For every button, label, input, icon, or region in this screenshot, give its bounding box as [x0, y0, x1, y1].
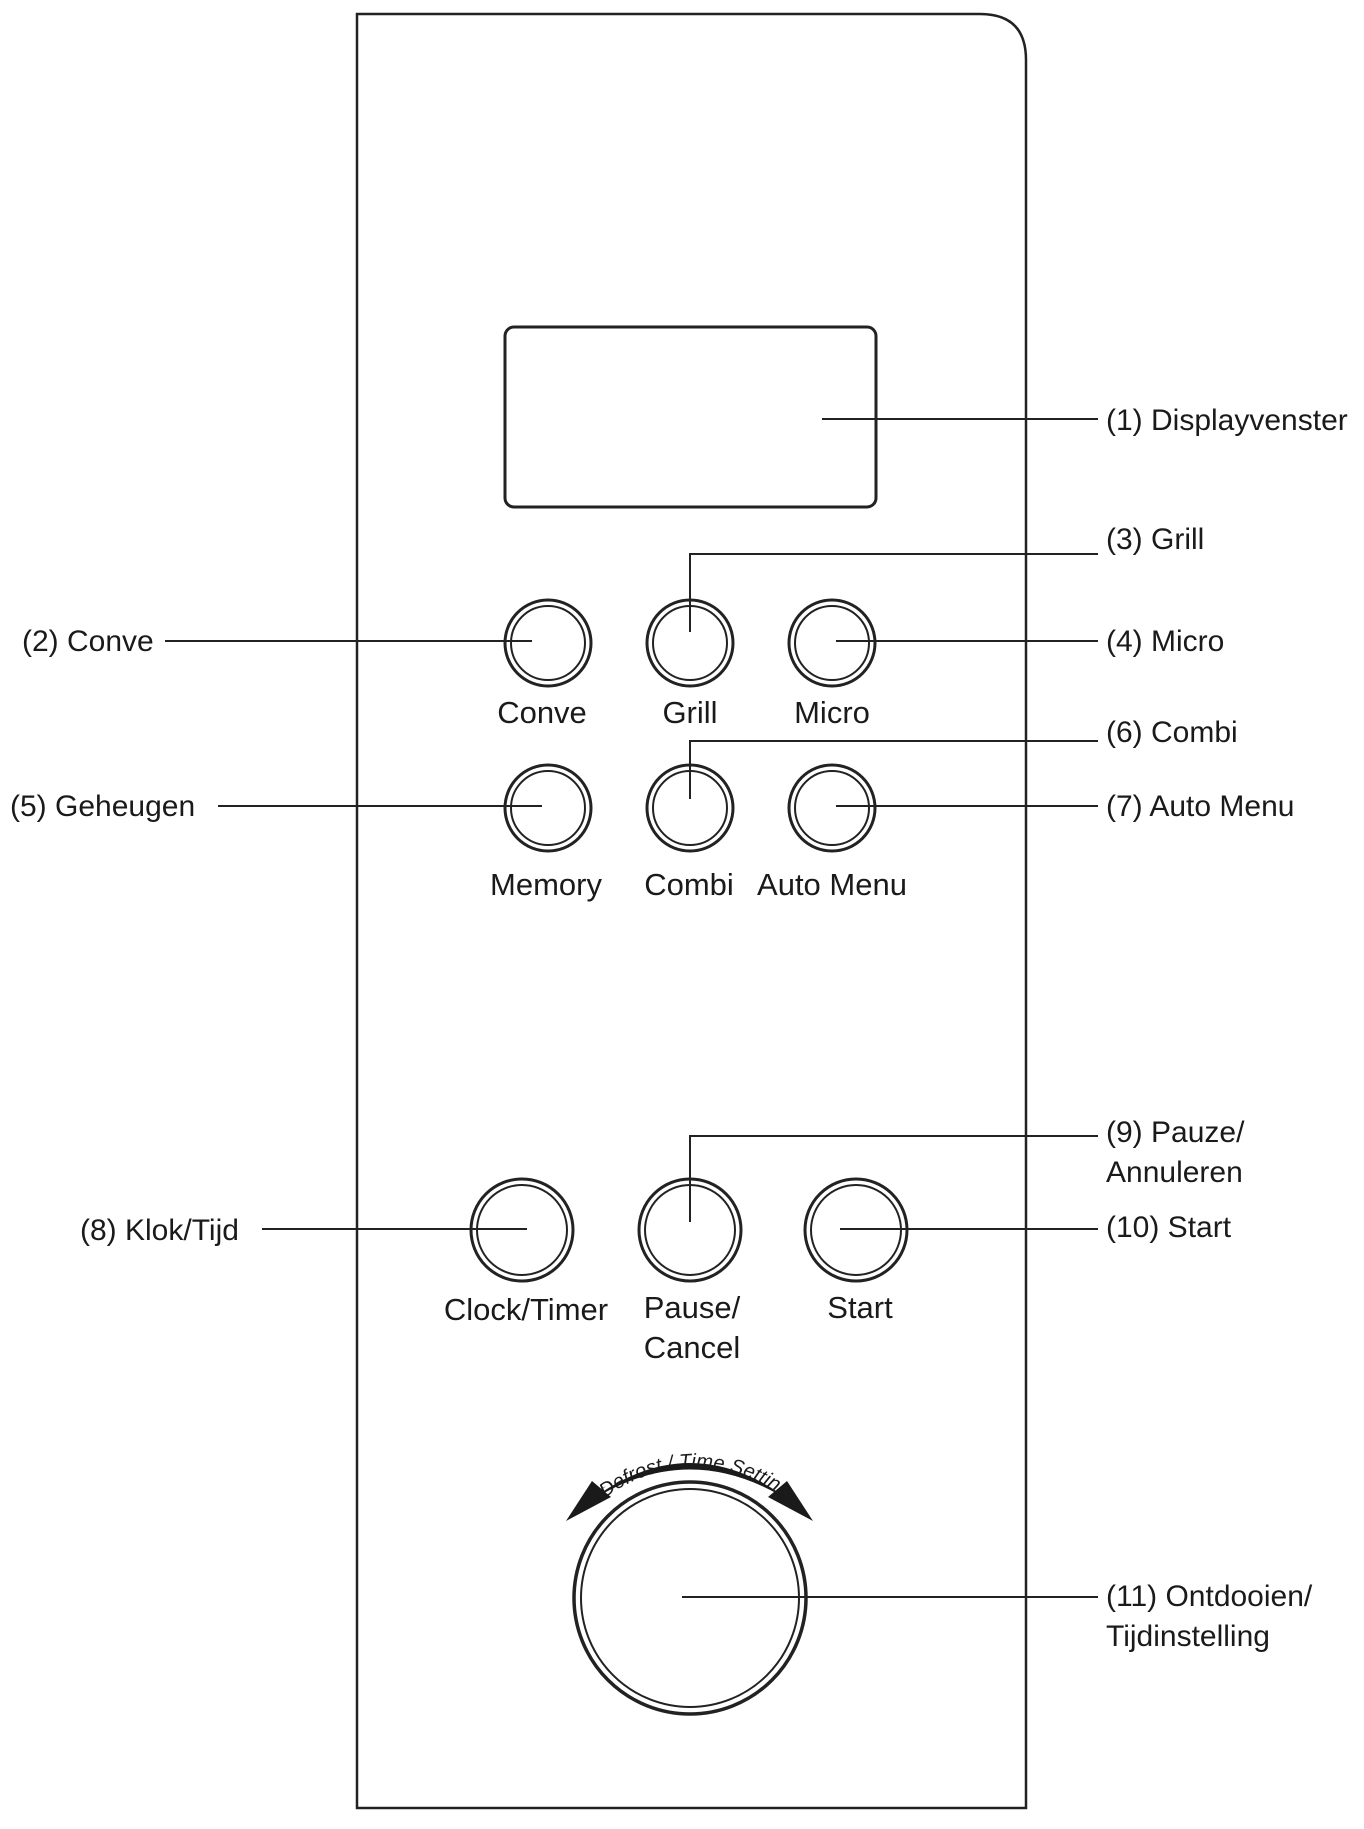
memory-button[interactable]	[503, 763, 593, 853]
callout-automenu: (7) Auto Menu	[1106, 790, 1294, 823]
memory-label: Memory	[490, 867, 602, 902]
panel-outline	[355, 12, 1028, 1810]
callout-pauze-line2: Annuleren	[1106, 1156, 1243, 1189]
conve-label: Conve	[497, 695, 587, 730]
auto-menu-label: Auto Menu	[757, 867, 907, 902]
callout-display: (1) Displayvenster	[1106, 404, 1348, 437]
callout-conve: (2) Conve	[22, 625, 154, 658]
leader-lines	[165, 418, 1098, 1598]
callout-start: (10) Start	[1106, 1211, 1232, 1244]
callout-pauze-line1: (9) Pauze/	[1106, 1116, 1245, 1149]
auto-menu-button[interactable]	[787, 763, 877, 853]
callout-micro: (4) Micro	[1106, 625, 1224, 658]
dial-arc-label: Defrost / Time Setting	[595, 1450, 795, 1502]
leader-pauze	[689, 1135, 1098, 1222]
conve-button[interactable]	[503, 598, 593, 688]
callout-ontdooien-line2: Tijdinstelling	[1106, 1620, 1270, 1653]
clock-timer-label: Clock/Timer	[444, 1292, 608, 1327]
dial-rotation-arrow	[566, 1463, 813, 1521]
callout-grill: (3) Grill	[1106, 523, 1204, 556]
micro-label: Micro	[794, 695, 870, 730]
callout-ontdooien-line1: (11) Ontdooien/	[1106, 1580, 1313, 1613]
micro-button[interactable]	[787, 598, 877, 688]
display-window	[503, 325, 878, 509]
cancel-label: Cancel	[644, 1330, 741, 1365]
leader-grill	[689, 553, 1098, 632]
start-label: Start	[827, 1290, 893, 1325]
callout-combi: (6) Combi	[1106, 716, 1238, 749]
combi-label: Combi	[644, 867, 734, 902]
callout-klok: (8) Klok/Tijd	[80, 1214, 239, 1247]
pause-label: Pause/	[644, 1290, 741, 1325]
callout-geheugen: (5) Geheugen	[10, 790, 195, 823]
leader-combi	[689, 740, 1098, 799]
grill-label: Grill	[662, 695, 717, 730]
